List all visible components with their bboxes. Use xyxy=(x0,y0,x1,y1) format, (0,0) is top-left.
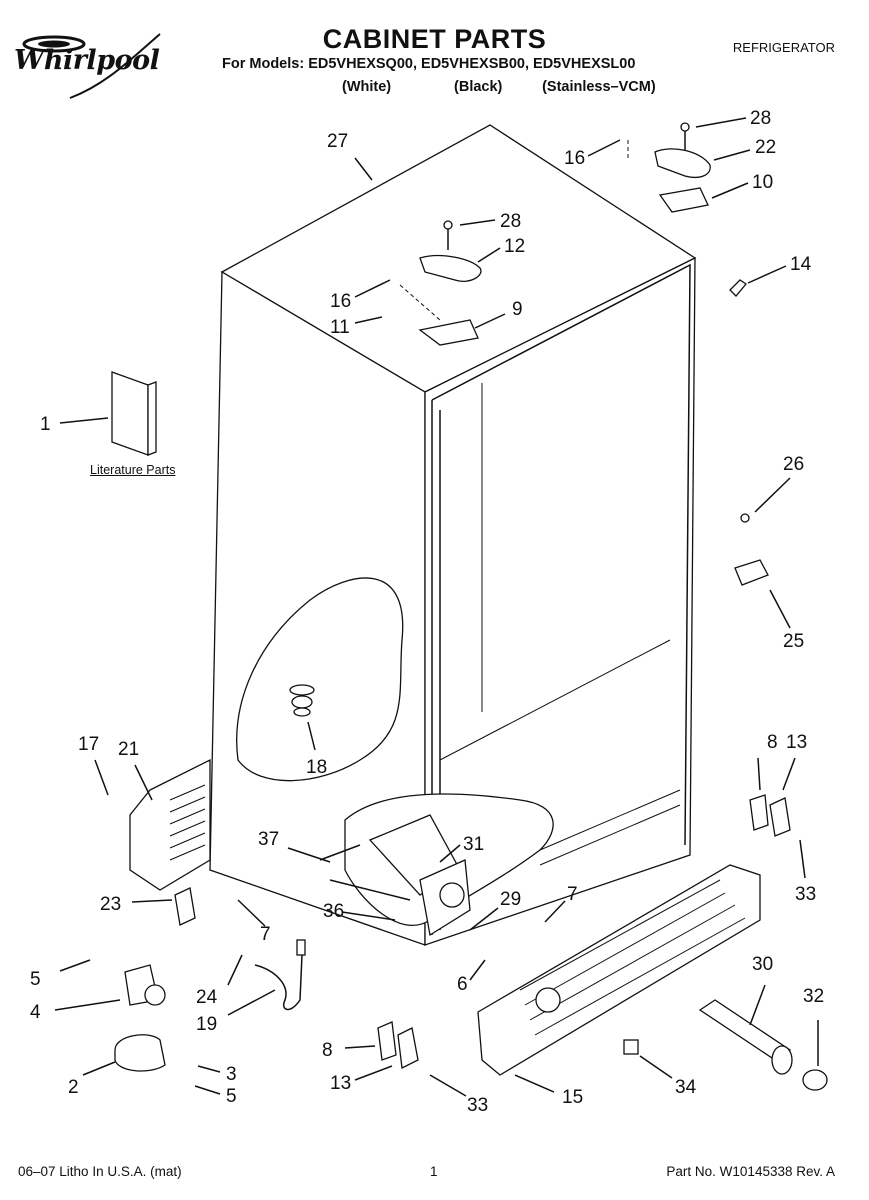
models-line: For Models: ED5VHEXSQ00, ED5VHEXSB00, ED… xyxy=(222,56,636,72)
callout-2: 2 xyxy=(68,1077,79,1098)
callout-7a: 7 xyxy=(260,924,271,945)
callout-21: 21 xyxy=(118,739,139,760)
callout-16a: 16 xyxy=(564,148,585,169)
callout-15: 15 xyxy=(562,1087,583,1108)
literature-parts-label: Literature Parts xyxy=(90,463,176,477)
callout-1: 1 xyxy=(40,414,51,435)
callout-33b: 33 xyxy=(795,884,816,905)
callout-12: 12 xyxy=(504,236,525,257)
cutaway-view xyxy=(236,577,404,782)
page-title: CABINET PARTS xyxy=(322,24,547,54)
callout-33a: 33 xyxy=(467,1095,488,1116)
callout-24: 24 xyxy=(196,987,218,1008)
callout-labels: 1 2 3 4 5 5 6 7 7 8 8 9 10 11 12 13 13 1… xyxy=(30,108,824,1116)
top-hinge-right xyxy=(627,122,711,213)
roller-2 xyxy=(114,1034,166,1072)
callout-13b: 13 xyxy=(786,732,807,753)
water-line-19 xyxy=(254,939,306,1011)
literature-booklet xyxy=(111,371,157,456)
callout-7b: 7 xyxy=(567,884,578,905)
callout-36: 36 xyxy=(323,901,344,922)
top-hinge-center xyxy=(399,220,482,346)
bracket-23 xyxy=(174,887,196,926)
footer-page-number: 1 xyxy=(430,1164,438,1179)
base-grille xyxy=(477,864,761,1076)
footer-part-number: Part No. W10145338 Rev. A xyxy=(666,1164,835,1179)
callout-14: 14 xyxy=(790,254,812,275)
variant-black: (Black) xyxy=(454,79,503,95)
callout-17: 17 xyxy=(78,734,99,755)
rear-access-panel xyxy=(129,758,211,891)
callout-30: 30 xyxy=(752,954,773,975)
callout-27: 27 xyxy=(327,131,348,152)
front-bracket-lower xyxy=(377,794,791,1069)
callout-8b: 8 xyxy=(767,732,778,753)
whirlpool-swirl-icon xyxy=(22,33,161,99)
callout-11: 11 xyxy=(330,317,350,338)
footer-print-info: 06–07 Litho In U.S.A. (mat) xyxy=(18,1164,182,1179)
callout-22: 22 xyxy=(755,137,776,158)
leveling-leg-4 xyxy=(124,964,166,1006)
callout-3: 3 xyxy=(226,1064,237,1085)
callout-28a: 28 xyxy=(750,108,771,129)
callout-9: 9 xyxy=(512,299,523,320)
model-variants: (White) (Black) (Stainless–VCM) xyxy=(342,79,656,95)
brand-wordmark: Whirlpool xyxy=(14,45,160,76)
callout-10: 10 xyxy=(752,172,773,193)
callout-19: 19 xyxy=(196,1014,217,1035)
callout-leaders xyxy=(54,117,819,1097)
callout-29: 29 xyxy=(500,889,521,910)
callout-5b: 5 xyxy=(226,1086,237,1107)
water-valve-housing xyxy=(319,814,471,937)
callout-23: 23 xyxy=(100,894,121,915)
callout-4: 4 xyxy=(30,1002,41,1023)
callout-18: 18 xyxy=(306,757,327,778)
callout-31: 31 xyxy=(463,834,484,855)
callout-34: 34 xyxy=(675,1077,697,1098)
document-type: REFRIGERATOR xyxy=(732,40,835,55)
callout-6: 6 xyxy=(457,974,468,995)
callout-16b: 16 xyxy=(330,291,351,312)
callout-37: 37 xyxy=(258,829,279,850)
callout-32: 32 xyxy=(803,986,824,1007)
variant-white: (White) xyxy=(342,79,392,95)
callout-8a: 8 xyxy=(322,1040,333,1061)
water-filter xyxy=(623,999,828,1091)
callout-5a: 5 xyxy=(30,969,41,990)
callout-28b: 28 xyxy=(500,211,521,232)
right-bracket-25 xyxy=(734,513,769,586)
drain-fitting xyxy=(289,684,315,717)
variant-stainless: (Stainless–VCM) xyxy=(542,79,656,95)
whirlpool-logo xyxy=(10,30,180,100)
part-14 xyxy=(729,279,747,297)
callout-13a: 13 xyxy=(330,1073,351,1094)
callout-25: 25 xyxy=(783,631,804,652)
callout-26: 26 xyxy=(783,454,804,475)
